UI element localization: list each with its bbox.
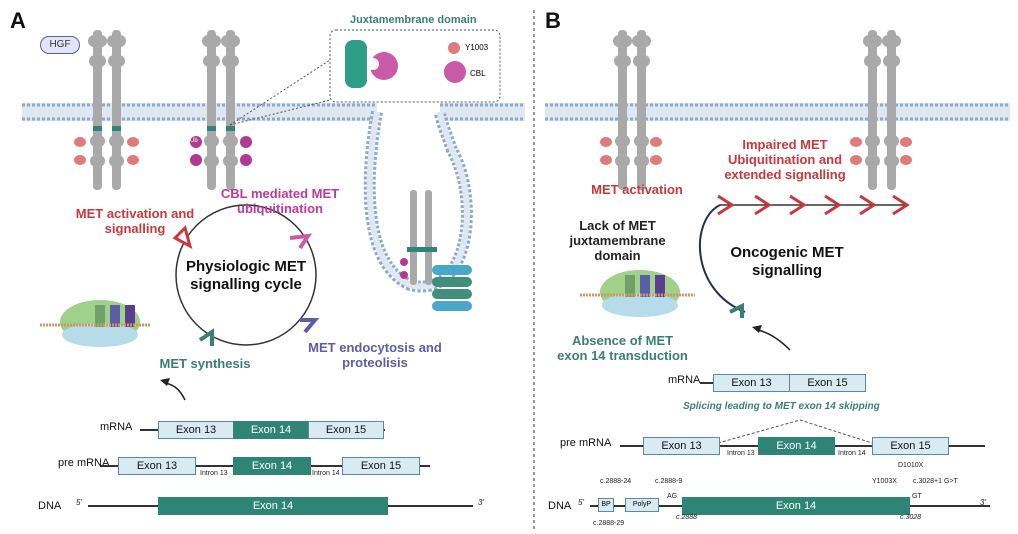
mrna-exon13-a: Exon 13	[158, 421, 234, 439]
cbl-label: CBL	[470, 69, 486, 78]
bp-box: BP	[598, 498, 614, 512]
chevron-arrows	[717, 194, 910, 216]
y1003-label: Y1003	[465, 43, 489, 52]
mrna-exon15-a: Exon 15	[308, 421, 384, 439]
mrna-label-a: mRNA	[100, 421, 133, 433]
intron14-b: Intron 14	[838, 450, 866, 457]
receptor-b2	[863, 30, 901, 190]
pre-exon15-b: Exon 15	[872, 437, 949, 455]
cycle-circle	[175, 204, 317, 346]
hgf-ligand: HGF	[40, 36, 80, 54]
impaired-label: Impaired MET Ubiquitination and extended…	[724, 137, 846, 182]
c2888-24-label: c.2888-24	[600, 478, 632, 485]
mrna-exon15-b: Exon 15	[789, 374, 866, 392]
pre-exon13-a: Exon 13	[118, 457, 196, 475]
mrna-exon13-b: Exon 13	[713, 374, 790, 392]
dna-exon14-a: Exon 14	[158, 497, 388, 515]
ub-label: Ub	[190, 138, 198, 144]
receptor-a2	[202, 30, 240, 190]
c2888-29-label: c.2888-29	[593, 520, 625, 527]
dna-5prime-a: 5'	[76, 498, 82, 507]
membrane-a-right	[440, 103, 525, 121]
synthesis-label: MET synthesis	[159, 356, 251, 371]
y1003x-label: Y1003X	[872, 478, 897, 485]
pre-mrna-label-b: pre mRNA	[560, 437, 612, 449]
proteasome	[432, 265, 472, 311]
d1010x-label: D1010X	[898, 462, 924, 469]
cycle-label: Physiologic MET signalling cycle	[186, 258, 307, 293]
dna-3prime-a: 3'	[478, 498, 484, 507]
polyp-box: PolyP	[625, 498, 659, 512]
ag-label: AG	[667, 493, 678, 500]
pre-exon13-b: Exon 13	[643, 437, 720, 455]
intron13-a: Intron 13	[200, 470, 228, 477]
lack-label: Lack of MET juxtamembrane domain	[569, 218, 666, 263]
dna-exon14-b: Exon 14	[682, 497, 910, 515]
ubiquitination-label: CBL mediated MET ubiquitination	[220, 186, 340, 216]
pre-exon15-a: Exon 15	[342, 457, 420, 475]
intron13-b: Intron 13	[727, 450, 755, 457]
panel-b-letter: B	[545, 8, 561, 33]
panel-a-letter: A	[10, 8, 26, 33]
dna-3prime-b: 3'	[980, 498, 986, 507]
mrna-label-b: mRNA	[668, 374, 701, 386]
c2888-9-label: c.2888-9	[655, 478, 683, 485]
membrane-a-left	[22, 103, 377, 121]
c3028-label: c.3028	[900, 514, 922, 521]
gt-label: GT	[912, 493, 922, 500]
mrna-exon14-a: Exon 14	[233, 421, 309, 439]
pre-mrna-label-a: pre mRNA	[58, 457, 110, 469]
inset-title: Juxtamembrane domain	[350, 14, 477, 26]
dna-label-a: DNA	[38, 500, 62, 512]
receptor-b1	[613, 30, 651, 190]
endocytosis-label: MET endocytosis and proteolisis	[308, 340, 442, 370]
c3028-1-label: c.3028+1 G>T	[913, 478, 958, 485]
pre-exon14-a: Exon 14	[233, 457, 311, 475]
dna-5prime-b: 5'	[578, 498, 584, 507]
absence-label: Absence of MET exon 14 transduction	[557, 333, 688, 363]
activation-label-a: MET activation and signalling	[75, 206, 195, 236]
activation-label-b: MET activation	[591, 182, 683, 197]
receptor-a1	[88, 30, 126, 190]
pre-exon14-b: Exon 14	[758, 437, 835, 455]
splicing-label: Splicing leading to MET exon 14 skipping	[683, 401, 880, 412]
oncogenic-label: Oncogenic MET signalling	[730, 244, 844, 279]
dna-label-b: DNA	[548, 500, 572, 512]
c2888-label: c.2888	[676, 514, 698, 521]
intron14-a: Intron 14	[312, 470, 340, 477]
